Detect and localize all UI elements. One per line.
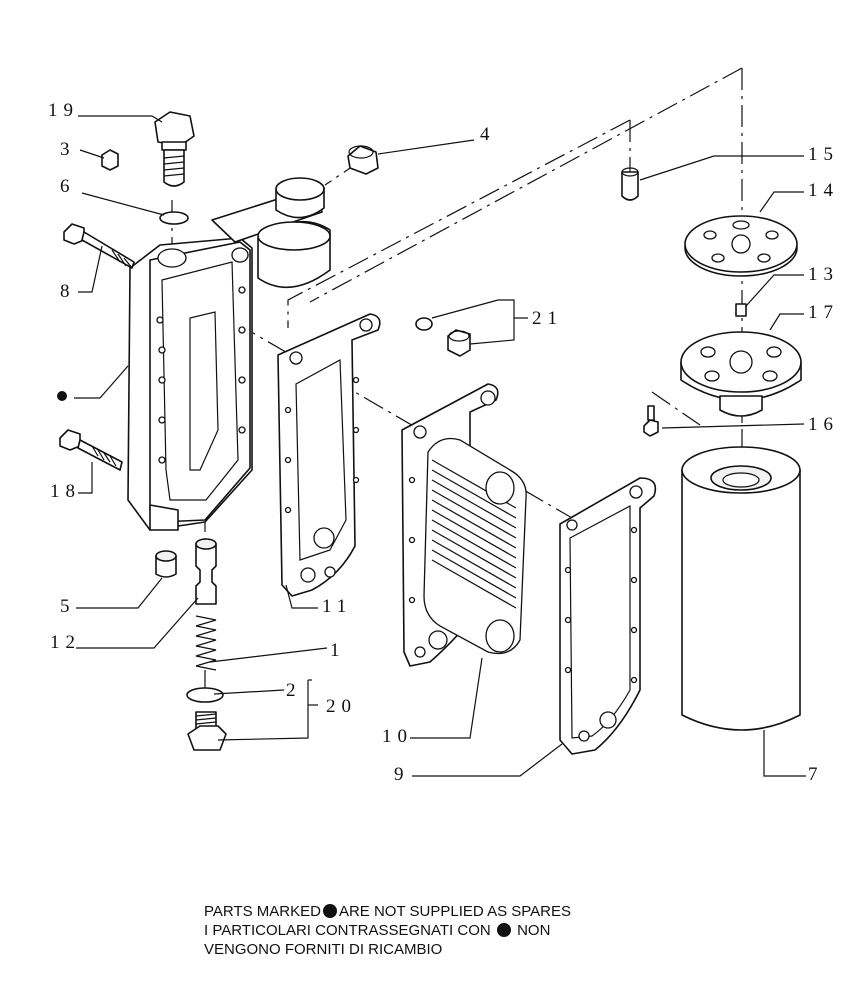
callout-20: 20 xyxy=(326,696,357,717)
pin-15 xyxy=(621,167,639,201)
marker-dot-icon xyxy=(496,923,511,937)
callout-4: 4 xyxy=(480,124,496,145)
plug-5 xyxy=(155,550,177,578)
callout-11: 11 xyxy=(322,596,352,617)
callout-1: 1 xyxy=(330,640,346,661)
adapter-17 xyxy=(680,331,802,417)
o-ring-2 xyxy=(186,687,224,703)
callout-7: 7 xyxy=(808,764,824,785)
callout-labels: 19 3 6 8 18 5 12 1 2 20 4 15 14 13 17 16… xyxy=(48,100,839,785)
plug-20 xyxy=(187,711,227,751)
note-line-3: VENGONO FORNITI DI RICAMBIO xyxy=(204,941,443,958)
callout-8: 8 xyxy=(60,281,76,302)
note-line-2-start: I PARTICOLARI CONTRASSEGNATI CON xyxy=(204,922,491,939)
callout-9: 9 xyxy=(394,764,410,785)
callout-3: 3 xyxy=(60,139,76,160)
callout-6: 6 xyxy=(60,176,76,197)
gasket-11 xyxy=(277,313,381,597)
callout-16: 16 xyxy=(808,414,839,435)
note-line-1-start: PARTS MARKED xyxy=(204,903,321,920)
valve-12 xyxy=(195,538,217,605)
oil-filter-housing xyxy=(127,177,331,531)
screw-16 xyxy=(643,405,659,437)
plug-4 xyxy=(347,145,379,175)
callout-5: 5 xyxy=(60,596,76,617)
callout-13: 13 xyxy=(808,264,839,285)
note-line-2: I PARTICOLARI CONTRASSEGNATI CON NON xyxy=(204,921,571,940)
not-supplied-marker-dot xyxy=(57,391,67,401)
oil-cooler-10 xyxy=(401,383,527,667)
callout-17: 17 xyxy=(808,302,839,323)
plate-14 xyxy=(684,215,798,277)
plug-19 xyxy=(154,111,195,187)
callout-19: 19 xyxy=(48,100,79,121)
note-line-2-end: NON xyxy=(517,922,551,939)
callout-14: 14 xyxy=(808,180,839,201)
leader-lines xyxy=(74,115,806,777)
callout-10: 10 xyxy=(382,726,413,747)
bolt-8 xyxy=(63,223,135,269)
spring-1 xyxy=(195,615,217,671)
o-ring-6 xyxy=(159,211,189,225)
seal-and-plug-21 xyxy=(415,317,471,357)
gasket-9 xyxy=(559,477,657,755)
callout-12: 12 xyxy=(50,632,81,653)
bolt-18 xyxy=(59,429,123,471)
pin-13 xyxy=(735,303,747,317)
callout-21: 21 xyxy=(532,308,563,329)
callout-15: 15 xyxy=(808,144,839,165)
callout-2: 2 xyxy=(286,680,302,701)
callout-18: 18 xyxy=(50,481,81,502)
spares-note: PARTS MARKED ARE NOT SUPPLIED AS SPARES I… xyxy=(204,902,571,959)
note-line-1-end: ARE NOT SUPPLIED AS SPARES xyxy=(338,903,571,920)
filter-cartridge-7 xyxy=(681,446,801,731)
marker-dot-icon xyxy=(322,904,337,918)
plug-3 xyxy=(101,149,119,171)
note-line-1: PARTS MARKED ARE NOT SUPPLIED AS SPARES xyxy=(204,902,571,921)
